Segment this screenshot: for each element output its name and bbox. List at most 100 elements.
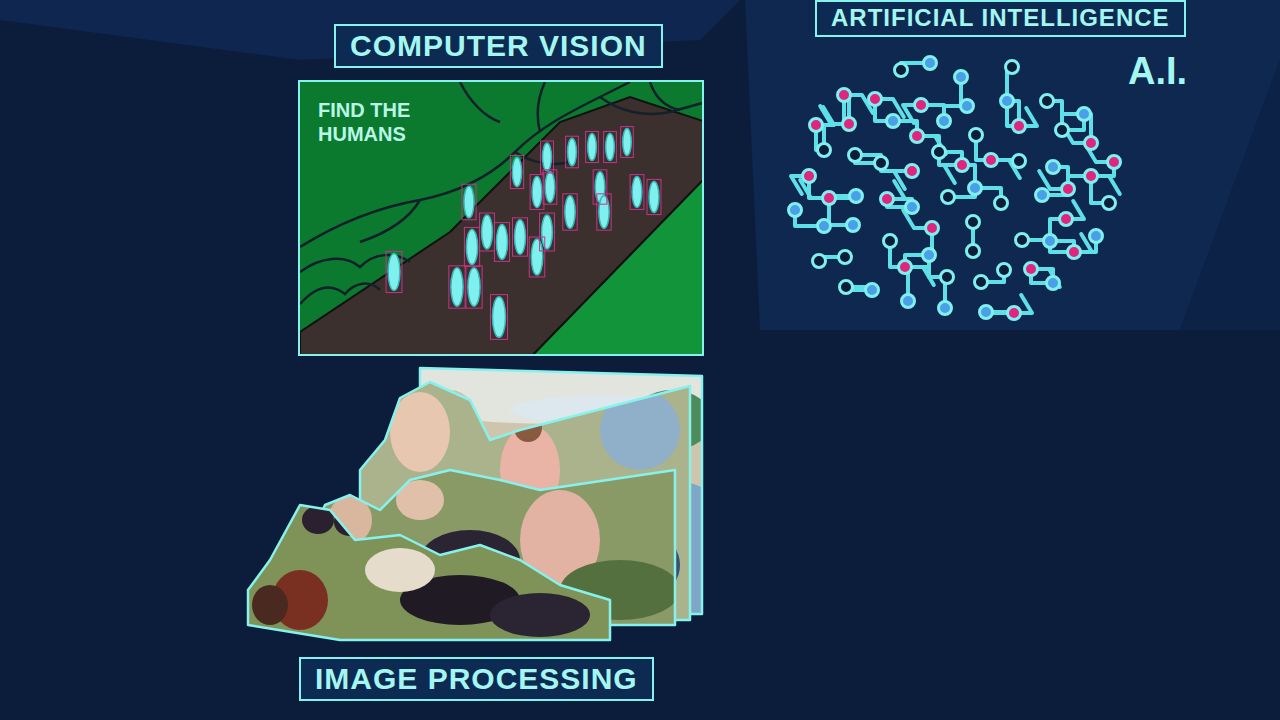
image-stack <box>248 352 760 645</box>
brain-circuit <box>789 57 1121 320</box>
human-figure <box>568 138 577 166</box>
detection-box <box>630 175 644 210</box>
image-panel: FIND THE HUMANS <box>298 80 704 356</box>
node-text: FIND THE HUMANS <box>318 98 443 146</box>
name-label: A.I. <box>1128 50 1187 93</box>
layer-outline <box>248 505 610 640</box>
layer-fill <box>248 505 610 640</box>
layer-shape <box>365 548 435 592</box>
tree-outline <box>360 200 420 242</box>
human-figure <box>565 196 575 228</box>
circuit-node <box>926 222 939 235</box>
circuit-node <box>1001 95 1014 108</box>
circuit-node <box>869 93 882 106</box>
human-figure <box>606 133 615 160</box>
detection-box <box>513 218 528 256</box>
circuit-node <box>1008 307 1021 320</box>
circuit-node <box>813 255 826 268</box>
layer-shape <box>600 390 680 470</box>
detection-box <box>604 131 617 162</box>
detection-box <box>540 213 555 251</box>
circuit-node <box>911 130 924 143</box>
circuit-node <box>1090 230 1103 243</box>
detection-box <box>464 227 479 266</box>
circuit-node <box>1060 213 1073 226</box>
title-box: ARTIFICIAL INTELLIGENCE <box>815 0 1186 37</box>
detection-box <box>541 141 554 173</box>
human-figure <box>515 220 526 254</box>
circuit-node <box>840 281 853 294</box>
node-text: COMPUTER VISION <box>350 28 647 64</box>
title-box: IMAGE PROCESSING <box>299 657 654 701</box>
circuit-node <box>939 302 952 315</box>
human-figure <box>543 143 552 171</box>
node-text: IMAGE PROCESSING <box>315 661 638 697</box>
circuit-node <box>998 264 1011 277</box>
node-text: ARTIFICIAL INTELLIGENCE <box>831 4 1170 33</box>
circuit-node <box>906 201 919 214</box>
circuit-node <box>967 245 980 258</box>
circuit-node <box>941 271 954 284</box>
circuit-node <box>1056 124 1069 137</box>
tree-outline <box>300 284 380 304</box>
vision-road <box>300 97 702 354</box>
human-figure <box>623 129 632 156</box>
circuit-node <box>915 99 928 112</box>
detection-box <box>563 194 577 230</box>
circuit-node <box>866 284 879 297</box>
circuit-node <box>985 154 998 167</box>
circuit-node <box>1016 234 1029 247</box>
circuit-node <box>875 157 888 170</box>
tree-outline <box>650 82 680 110</box>
circuit-node <box>803 170 816 183</box>
circuit-node <box>970 129 983 142</box>
image-layer <box>248 505 610 640</box>
circuit-node <box>843 118 856 131</box>
human-figure <box>482 215 493 249</box>
human-figure <box>542 215 553 249</box>
detection-box <box>466 266 482 308</box>
background-band <box>1180 60 1280 330</box>
human-figure <box>468 268 480 306</box>
image-layer <box>360 352 760 645</box>
vision-grass <box>530 177 702 354</box>
circuit-node <box>818 220 831 233</box>
layer-shape <box>490 593 590 637</box>
circuit-node <box>884 235 897 248</box>
circuit-node <box>1006 61 1019 74</box>
human-figure <box>388 253 400 290</box>
detection-box <box>490 295 507 340</box>
tree-outline <box>300 82 630 247</box>
circuit-node <box>838 89 851 102</box>
circuit-node <box>839 251 852 264</box>
circuit-node <box>1044 235 1057 248</box>
circuit-node <box>1108 156 1121 169</box>
circuit-node <box>956 159 969 172</box>
circuit-node <box>942 191 955 204</box>
circuit-node <box>1103 197 1116 210</box>
tree-outline <box>460 82 500 122</box>
detection-box <box>593 170 607 204</box>
circuit-node <box>933 146 946 159</box>
circuit-node <box>975 276 988 289</box>
circuit-node <box>1078 108 1091 121</box>
circuit-node <box>1013 155 1026 168</box>
human-figure <box>464 186 474 218</box>
circuit-node <box>899 261 912 274</box>
circuit-node <box>1062 183 1075 196</box>
circuit-node <box>961 100 974 113</box>
human-figure <box>545 172 555 202</box>
circuit-node <box>895 64 908 77</box>
circuit-node <box>902 295 915 308</box>
circuit-node <box>1068 246 1081 259</box>
circuit-node <box>849 149 862 162</box>
detection-box <box>543 170 557 204</box>
circuit-node <box>850 190 863 203</box>
circuit-node <box>1085 137 1098 150</box>
human-figure <box>512 157 521 186</box>
human-figure <box>532 177 542 208</box>
tree-outline <box>600 97 702 114</box>
circuit-node <box>955 71 968 84</box>
detection-box <box>480 213 495 251</box>
